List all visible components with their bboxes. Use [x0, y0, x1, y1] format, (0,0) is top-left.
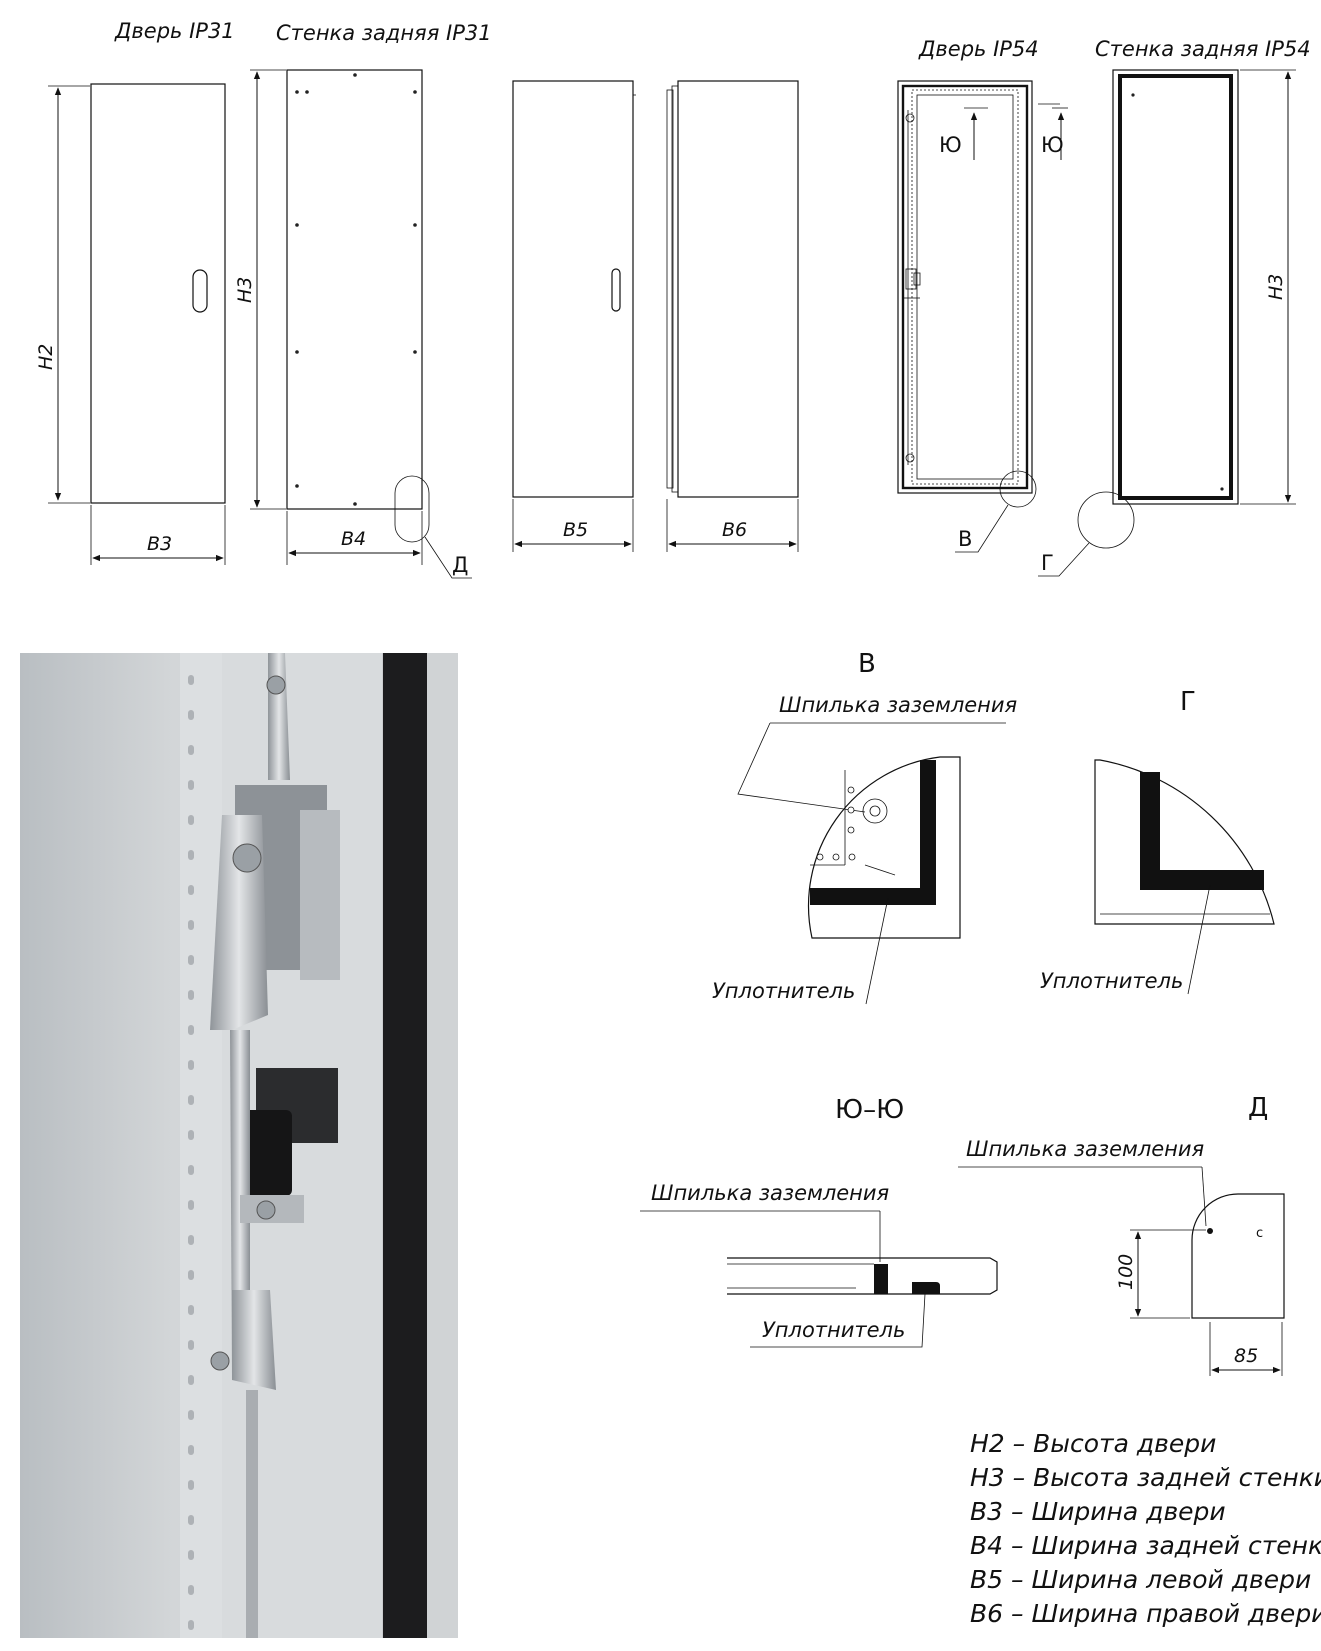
left-door-view: B5: [512, 80, 636, 552]
detail-yu-seal-label: Уплотнитель: [762, 1318, 905, 1342]
d-callout-oval: [394, 475, 430, 543]
detail-yu-yu: Ю–Ю Шпилька заземления Уплотнитель: [640, 1095, 998, 1348]
legend-item: B3 – Ширина двери: [970, 1497, 1226, 1526]
h3-left-label: H3: [234, 277, 256, 303]
perforation-holes: [188, 675, 194, 1630]
lock-mechanism-photo: [20, 653, 458, 1638]
left-door-panel: [512, 80, 634, 498]
detail-d-grounding-label: Шпилька заземления: [966, 1137, 1204, 1161]
h3-right-label: H3: [1265, 274, 1287, 300]
detail-v-seal-label: Уплотнитель: [712, 979, 855, 1003]
detail-d-grounding-leader: [1201, 1166, 1207, 1227]
yu-right-mark: Ю: [1041, 133, 1064, 157]
detail-yu-grounding-label: Шпилька заземления: [651, 1181, 889, 1205]
detail-v-seal-leader: [865, 897, 889, 1005]
b6-label: B6: [722, 519, 747, 541]
legend-item: H3 – Высота задней стенки: [970, 1463, 1321, 1492]
svg-text:c: c: [1256, 1226, 1263, 1241]
legend-item: B4 – Ширина задней стенки: [970, 1531, 1321, 1560]
detail-yu-yu-title: Ю–Ю: [835, 1095, 904, 1125]
g-callout-circle: [1077, 491, 1135, 549]
v-callout-mark: В: [958, 527, 972, 551]
detail-g: Г Уплотнитель: [1040, 687, 1275, 995]
b4-label: B4: [341, 528, 366, 550]
right-door-view: B6: [666, 80, 799, 552]
back-wall-ip54-panel: [1112, 69, 1239, 505]
detail-v-grounding-label: Шпилька заземления: [779, 693, 1017, 717]
legend-item: H2 – Высота двери: [970, 1429, 1216, 1458]
dim-85-label: 85: [1234, 1345, 1258, 1367]
dim-100-label: 100: [1115, 1254, 1137, 1290]
v-callout-circle: [999, 470, 1037, 508]
g-callout-mark: Г: [1041, 551, 1054, 575]
detail-v-grounding-leader: [737, 722, 866, 813]
back-wall-ip31-view: Стенка задняя IP31 Д H3 B4: [234, 21, 492, 579]
b3-label: B3: [147, 533, 172, 555]
detail-g-title: Г: [1180, 687, 1196, 717]
legend: H2 – Высота двери H3 – Высота задней сте…: [970, 1429, 1321, 1628]
detail-g-seal-label: Уплотнитель: [1040, 969, 1183, 993]
back-wall-ip31-panel: [286, 69, 423, 510]
door-ip31-panel: [90, 83, 226, 504]
detail-v-title: В: [858, 649, 876, 679]
h2-label: H2: [35, 344, 57, 370]
back-wall-ip31-holes: [295, 73, 417, 506]
detail-d-title: Д: [1248, 1093, 1268, 1123]
yu-left-mark: Ю: [939, 133, 962, 157]
right-door-panel: [677, 80, 799, 498]
legend-item: B5 – Ширина левой двери: [970, 1565, 1311, 1594]
b5-label: B5: [563, 519, 588, 541]
back-wall-ip54-view: Стенка задняя IP54 Ю Г H3: [1038, 37, 1311, 577]
door-ip54-frame: [897, 80, 1033, 494]
d-callout-mark: Д: [452, 553, 468, 577]
back-wall-ip54-title: Стенка задняя IP54: [1095, 37, 1311, 61]
detail-v: В Шпилька заземления Уплотнитель: [712, 649, 1017, 1005]
door-ip54-view: Дверь IP54 Ю В: [897, 37, 1060, 553]
left-door-handle: [611, 268, 621, 312]
back-wall-ip31-title: Стенка задняя IP31: [276, 21, 492, 45]
door-seal-strip: [383, 653, 427, 1638]
door-ip54-title: Дверь IP54: [918, 37, 1039, 61]
door-ip31-handle: [192, 269, 208, 313]
legend-item: B6 – Ширина правой двери: [970, 1599, 1321, 1628]
detail-d: Д Шпилька заземления c 100 85: [958, 1093, 1285, 1376]
detail-yu-seal-leader: [750, 1293, 926, 1348]
door-ip31-title: Дверь IP31: [114, 19, 235, 43]
detail-g-seal-leader: [1187, 884, 1211, 995]
door-ip31-view: Дверь IP31 H2 B3: [35, 19, 235, 565]
